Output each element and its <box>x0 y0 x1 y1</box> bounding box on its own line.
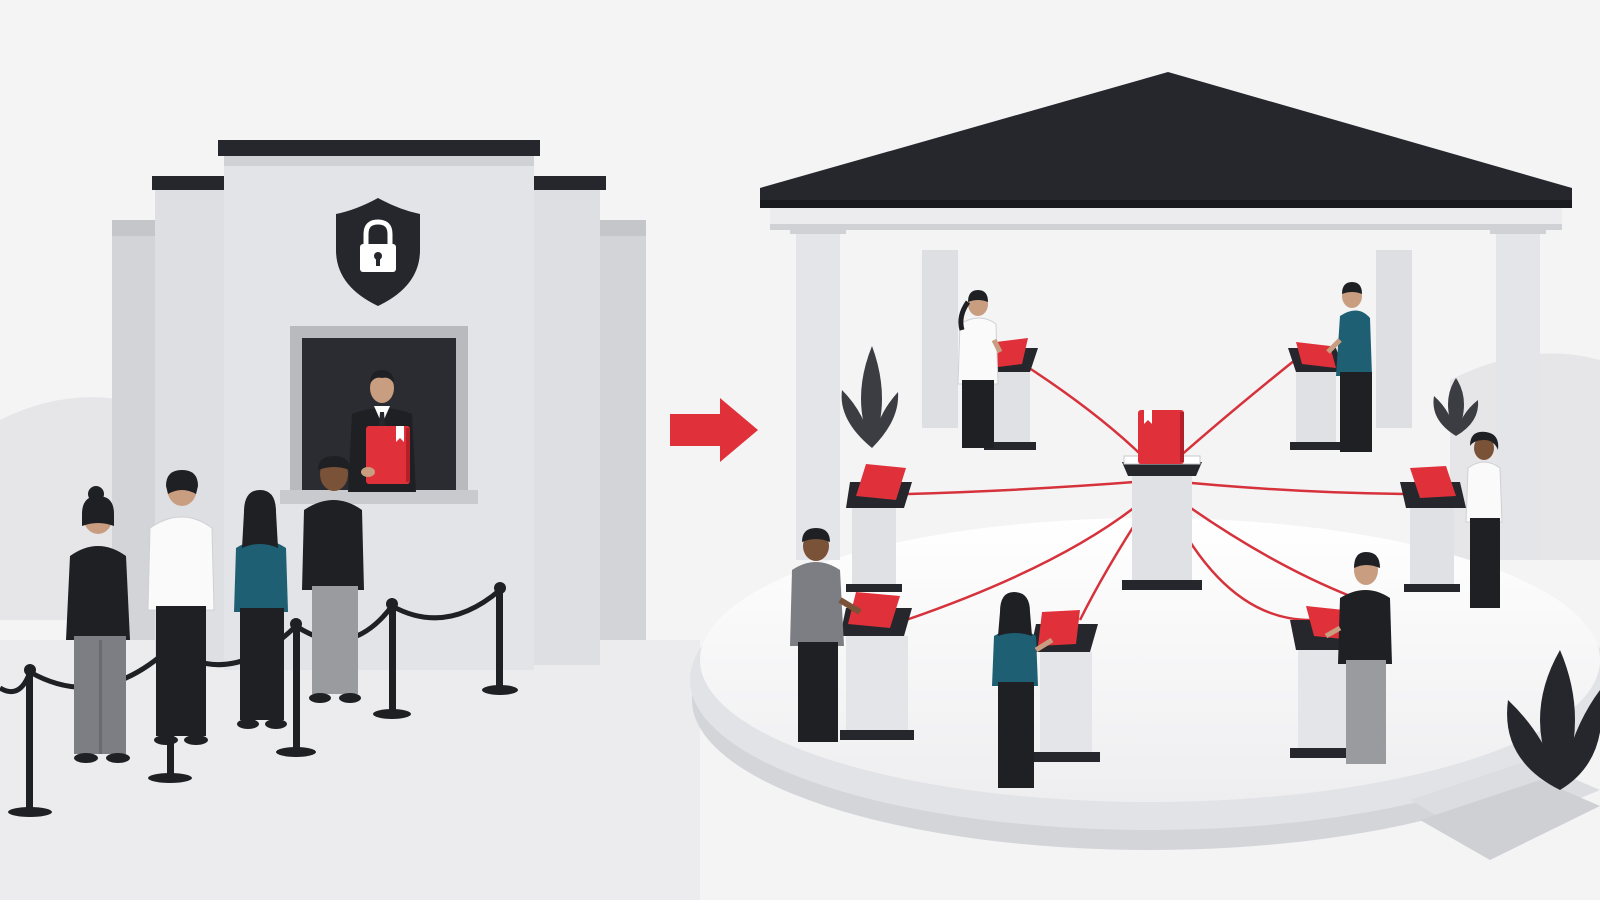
plant-right <box>1433 378 1479 436</box>
reader-back-left <box>957 290 1003 448</box>
arrow-right-icon <box>670 398 758 462</box>
plant-left <box>841 346 899 448</box>
reader-front-right <box>1324 552 1392 764</box>
station-front-center <box>1030 610 1100 762</box>
reader-back-right <box>1326 282 1372 452</box>
station-front-left <box>840 592 914 740</box>
station-mid-left <box>846 464 912 592</box>
queue-person-4 <box>302 456 364 703</box>
plant-corner <box>1507 650 1600 790</box>
queue-person-2 <box>147 470 215 745</box>
station-back-right <box>1288 342 1344 450</box>
reader-front-center <box>992 592 1054 788</box>
book-icon <box>361 426 410 484</box>
reader-front-left <box>790 528 862 742</box>
hub-book-icon <box>1138 410 1184 464</box>
queue-person-3 <box>234 490 288 729</box>
queue-person-1 <box>66 486 130 763</box>
reader-mid-right <box>1465 431 1503 608</box>
shield-lock-icon <box>336 198 420 306</box>
hub-pedestal <box>1122 455 1202 590</box>
station-mid-right <box>1400 466 1466 592</box>
open-pavilion <box>690 72 1600 860</box>
